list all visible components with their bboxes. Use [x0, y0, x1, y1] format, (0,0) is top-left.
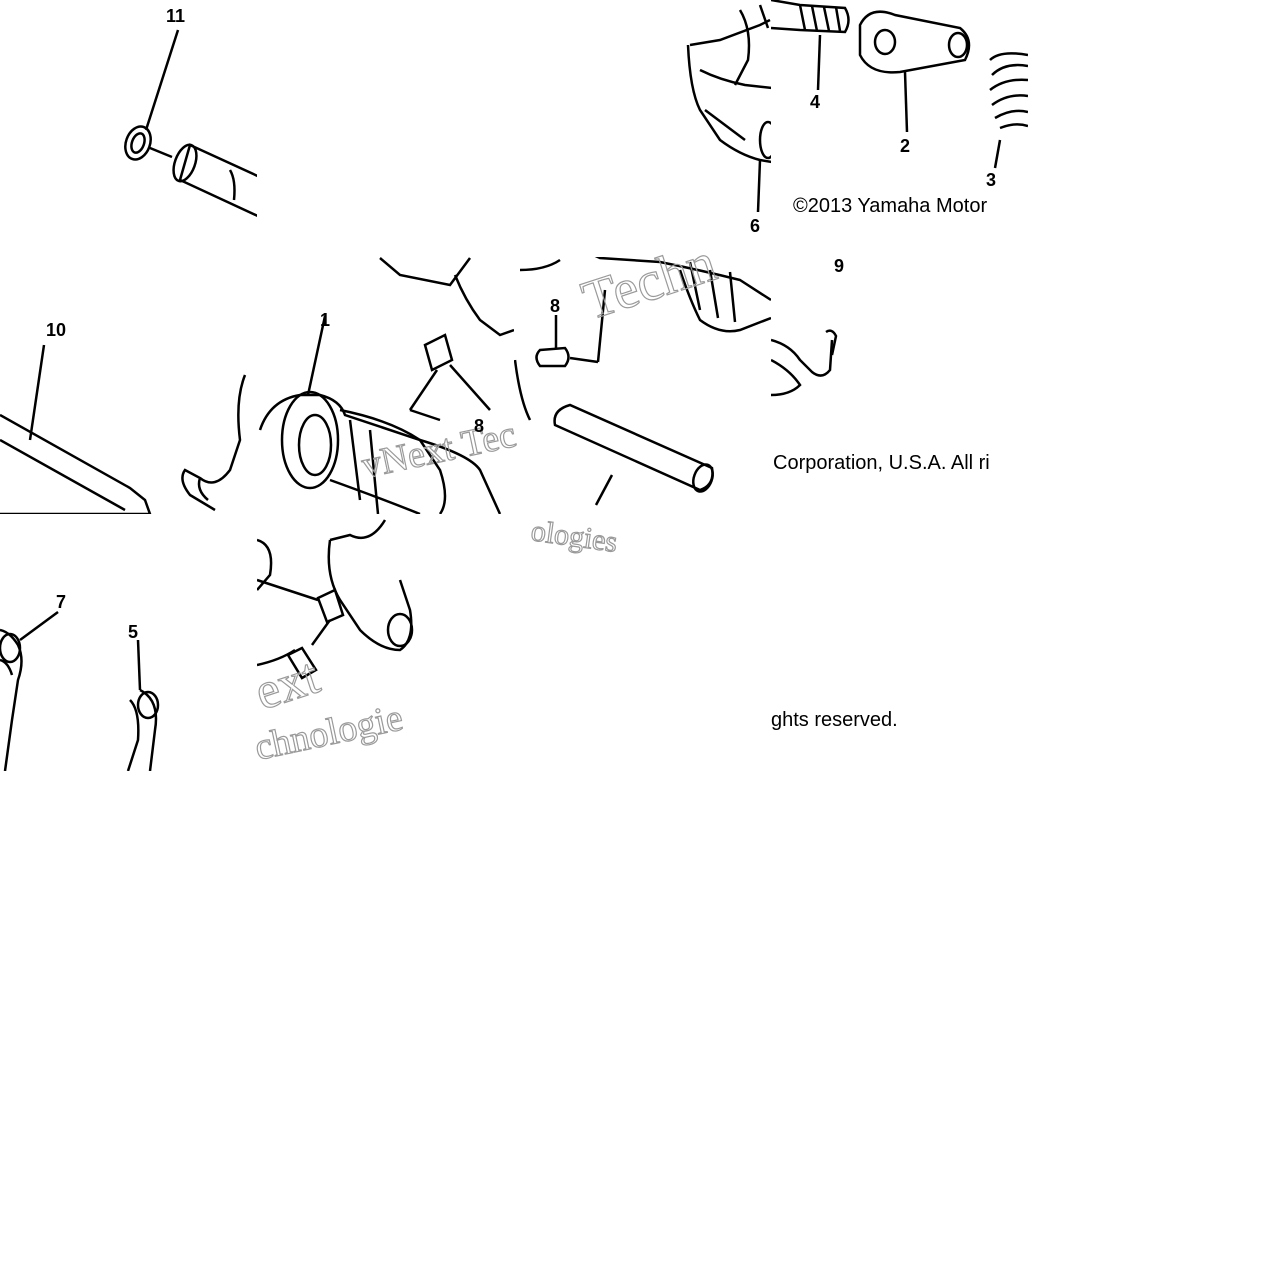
spring-pin-part — [771, 329, 838, 397]
watermark-fragment: vNext Tec — [358, 413, 519, 487]
callout-labels: 11 4 2 3 6 9 10 1 8 8 7 5 — [46, 6, 996, 642]
callout-4: 4 — [810, 92, 820, 112]
guide-bar-part — [0, 344, 247, 514]
copyright-line-1: ©2013 Yamaha Motor — [793, 195, 988, 217]
callout-1: 1 — [320, 310, 330, 330]
watermark-fragment: ext — [248, 647, 327, 721]
callout-6: 6 — [750, 216, 760, 236]
callout-11: 11 — [166, 6, 185, 26]
callout-3: 3 — [986, 170, 996, 190]
callout-9: 9 — [834, 256, 844, 276]
shift-lever-part — [686, 4, 771, 213]
copyright-line-3: ghts reserved. — [771, 709, 898, 731]
callout-7: 7 — [56, 592, 66, 612]
watermark-fragment: ologies — [529, 514, 619, 559]
shift-fork-shaft-part — [514, 257, 771, 506]
callout-2: 2 — [900, 136, 910, 156]
callout-8: 8 — [474, 416, 484, 436]
circlip-part — [124, 29, 257, 218]
callout-8: 8 — [550, 296, 560, 316]
callout-5: 5 — [128, 622, 138, 642]
copyright-line-2: Corporation, U.S.A. All ri — [773, 452, 990, 474]
callout-10: 10 — [46, 320, 66, 340]
shift-drum-part — [258, 257, 514, 514]
bolt-plate-spring-parts — [771, 0, 1028, 169]
watermark-fragment: Techn — [575, 231, 724, 332]
shift-fork-pin-part — [257, 519, 414, 680]
shift-forks-part — [0, 610, 160, 771]
